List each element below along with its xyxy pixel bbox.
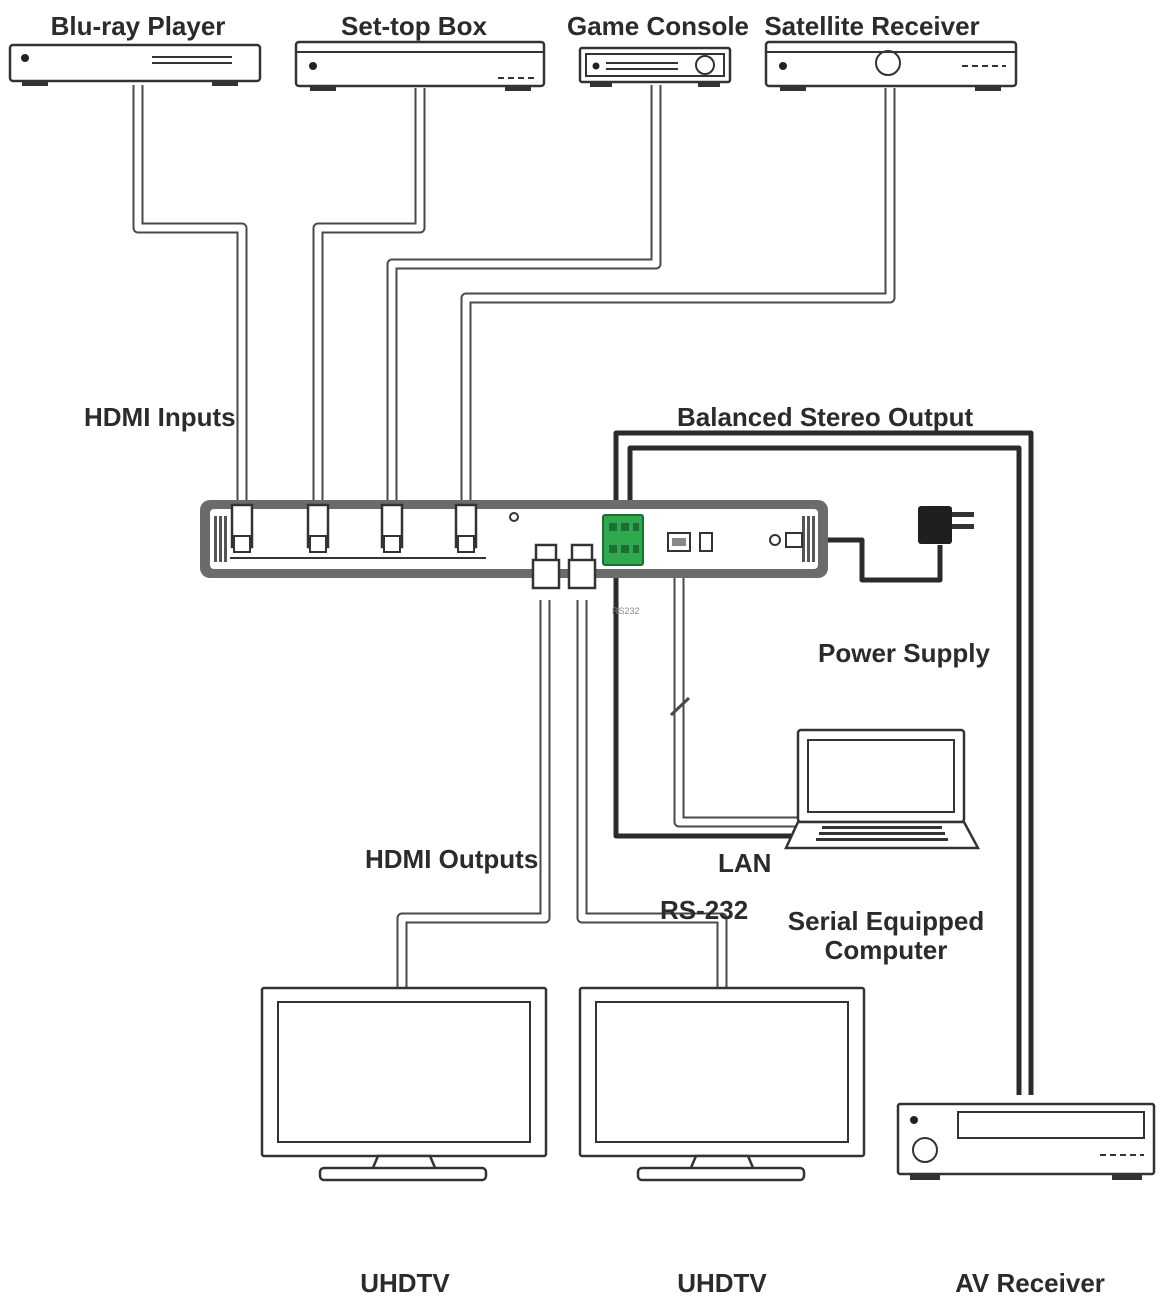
bluray-player-label: Blu-ray Player xyxy=(51,11,226,41)
rs232-label: RS-232 xyxy=(660,895,748,925)
hdmi-input-cables xyxy=(132,85,896,505)
serial-computer-label-line1: Serial Equipped xyxy=(788,906,985,936)
balanced-audio-cables xyxy=(613,430,1034,1095)
game-console-label: Game Console xyxy=(567,11,749,41)
matrix-switcher-icon: RS232 xyxy=(200,500,828,616)
av-receiver-label: AV Receiver xyxy=(955,1268,1105,1298)
lan-label: LAN xyxy=(718,848,771,878)
uhdtv-label-1: UHDTV xyxy=(360,1268,450,1298)
satellite-receiver-label: Satellite Receiver xyxy=(764,11,979,41)
rs232-and-lan-cables xyxy=(613,575,800,839)
hdmi-outputs-label: HDMI Outputs xyxy=(365,844,538,874)
svg-text:RS232: RS232 xyxy=(612,606,640,616)
laptop-icon xyxy=(784,728,981,850)
bluray-player-icon xyxy=(8,43,262,86)
av-receiver-icon xyxy=(896,1102,1156,1180)
uhdtv-label-2: UHDTV xyxy=(677,1268,767,1298)
balanced-stereo-output-label: Balanced Stereo Output xyxy=(677,402,973,432)
hdmi-output-connectors xyxy=(531,543,597,590)
power-supply-label: Power Supply xyxy=(818,638,990,668)
hdmi-inputs-label: HDMI Inputs xyxy=(84,402,236,432)
game-console-icon xyxy=(578,46,732,87)
tv-icon xyxy=(578,986,866,1182)
power-adapter-icon xyxy=(918,506,974,544)
tv-icon xyxy=(260,986,548,1182)
balanced-audio-terminal xyxy=(602,514,644,566)
hdmi-output-cables xyxy=(396,600,728,988)
serial-computer-label-line2: Computer xyxy=(825,935,948,965)
hdmi-input-connectors xyxy=(230,503,478,553)
settop-box-label: Set-top Box xyxy=(341,11,487,41)
satellite-receiver-icon xyxy=(764,40,1018,91)
power-cable xyxy=(800,537,943,583)
settop-box-icon xyxy=(294,40,546,91)
